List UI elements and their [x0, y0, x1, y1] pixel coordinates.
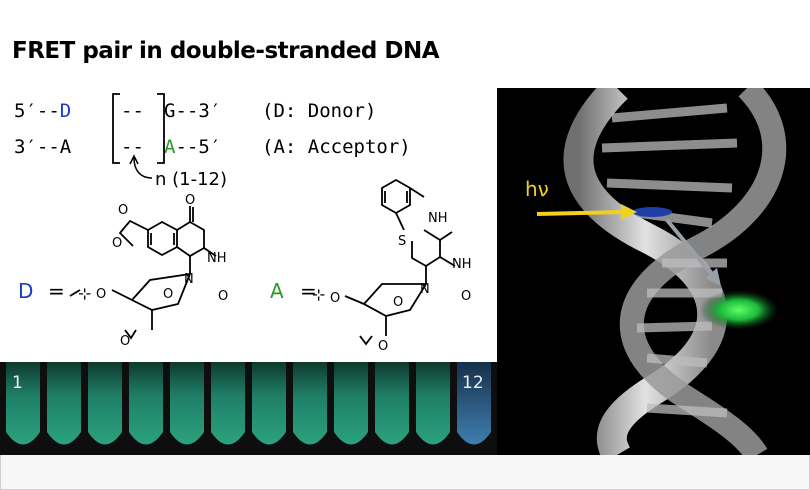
acceptor-n: N — [420, 282, 430, 297]
strand-bottom-3prime: 3′--A — [14, 136, 72, 158]
tube — [416, 362, 450, 445]
legend-acceptor: (A: Acceptor) — [262, 136, 411, 158]
acceptor-attachment-icon: ⊹ — [312, 285, 325, 304]
acceptor-o-3: O — [378, 339, 388, 354]
repeat-note: n (1-12) — [155, 169, 227, 190]
tube — [252, 362, 286, 445]
helix-svg: hν — [525, 77, 787, 463]
figure-panel: FRET pair in double-stranded DNA 5′--D -… — [0, 38, 810, 463]
strand-bottom-5prime: --5′ — [175, 136, 222, 158]
tube — [375, 362, 409, 445]
backbone-strand-1 — [563, 77, 727, 463]
donor-o-top: O — [185, 193, 195, 208]
donor-equals: = — [48, 279, 65, 303]
dna-helix-render: hν — [497, 77, 810, 463]
tube — [47, 362, 81, 445]
tube — [334, 362, 368, 445]
acceptor-letter: A — [164, 136, 176, 158]
strand-top-3prime: G--3′ — [164, 100, 222, 122]
tube — [129, 362, 163, 445]
tube — [293, 362, 327, 445]
hv-label: hν — [525, 177, 549, 201]
donor-o-ring: O — [163, 287, 173, 302]
donor-structure — [69, 206, 217, 340]
tube-group — [6, 362, 491, 445]
excitation-arrowhead-icon — [621, 204, 637, 220]
transfer-arrow-icon — [665, 218, 715, 278]
acceptor-structure — [344, 178, 456, 346]
strand-bottom-repeat: -- — [121, 136, 144, 158]
donor-n: N — [184, 272, 194, 287]
strand-top-repeat: -- — [121, 100, 144, 122]
donor-label: D — [18, 279, 33, 303]
tube-last-label: 12 — [462, 373, 484, 393]
left-bracket — [112, 93, 120, 164]
backbone-strand-2 — [620, 79, 787, 462]
repeat-arrow — [133, 157, 153, 179]
donor-o-3: O — [120, 334, 130, 349]
strand-top-5prime: 5′-- — [14, 100, 60, 122]
tube-first-label: 1 — [12, 373, 23, 393]
acceptor-o-right: O — [461, 289, 471, 304]
acceptor-s: S — [398, 234, 406, 249]
repeat-arrow-head — [129, 154, 139, 165]
acceptor-label: A — [270, 279, 284, 303]
scheme-and-structures: n (1-12) D = O O O NH N — [18, 93, 472, 354]
acceptor-equals: = — [300, 279, 317, 303]
tube-photo: 1 12 — [0, 362, 497, 455]
acceptor-o-5: O — [330, 291, 340, 306]
legend-donor: (D: Donor) — [262, 100, 377, 122]
tube-svg: 1 12 — [6, 362, 491, 445]
tube — [211, 362, 245, 445]
donor-attachment-icon: ⊹ — [78, 284, 91, 303]
figure-title: FRET pair in double-stranded DNA — [12, 38, 440, 64]
donor-site-icon — [632, 207, 672, 217]
acceptor-nh: NH — [452, 257, 472, 272]
donor-o-right: O — [218, 289, 228, 304]
acceptor-nh-top: NH — [428, 211, 448, 226]
donor-nh: NH — [207, 251, 227, 266]
donor-o-d2: O — [118, 203, 128, 218]
tube — [170, 362, 204, 445]
acceptor-o-ring: O — [393, 295, 403, 310]
donor-o-5: O — [96, 287, 106, 302]
tube — [88, 362, 122, 445]
transfer-arrowhead-icon — [705, 268, 721, 286]
acceptor-glow-icon — [699, 290, 779, 330]
strand-top: 5′--D — [14, 100, 71, 122]
excitation-arrow-icon — [536, 210, 626, 216]
donor-o-d1: O — [112, 236, 122, 251]
donor-letter: D — [59, 100, 72, 122]
tube — [457, 362, 491, 445]
tube — [6, 362, 40, 445]
right-bracket — [157, 93, 165, 164]
base-pairs — [601, 103, 738, 418]
